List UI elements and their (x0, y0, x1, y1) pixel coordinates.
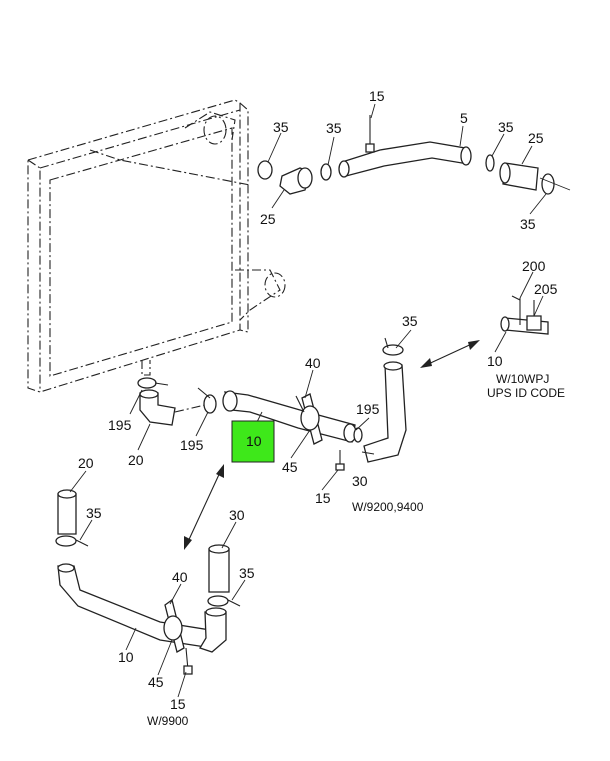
lower-hose-assembly-9900 (55, 489, 241, 675)
lower-hose-assembly-9200-9400 (137, 337, 407, 471)
part-labels: 15 5 35 35 35 25 25 35 200 205 35 10 40 … (78, 88, 558, 712)
label-205[interactable]: 205 (534, 281, 558, 297)
note-ups-line1: W/10WPJ (496, 372, 549, 386)
selected-part-highlight[interactable] (231, 420, 275, 463)
ups-option-detail (500, 295, 549, 335)
upper-hose-assembly (257, 115, 571, 195)
label-30-low[interactable]: 30 (229, 507, 245, 523)
note-model-mid: W/9200,9400 (352, 500, 424, 514)
label-35-mid[interactable]: 35 (402, 313, 418, 329)
label-25-right[interactable]: 25 (528, 130, 544, 146)
label-195-right[interactable]: 195 (356, 401, 380, 417)
label-35-c[interactable]: 35 (498, 119, 514, 135)
label-15-low[interactable]: 15 (170, 696, 186, 712)
note-ups-line2: UPS ID CODE (487, 386, 565, 400)
label-20-mid[interactable]: 20 (128, 452, 144, 468)
label-40-mid[interactable]: 40 (305, 355, 321, 371)
label-35-a[interactable]: 35 (273, 119, 289, 135)
label-20-low[interactable]: 20 (78, 455, 94, 471)
radiator (27, 99, 286, 393)
label-40-low[interactable]: 40 (172, 569, 188, 585)
leader-lines (69, 103, 547, 698)
label-35-b[interactable]: 35 (326, 120, 342, 136)
label-10-low[interactable]: 10 (118, 649, 134, 665)
label-200[interactable]: 200 (522, 258, 546, 274)
label-30-mid[interactable]: 30 (352, 473, 368, 489)
reference-arrows (184, 340, 480, 550)
label-15-mid[interactable]: 15 (315, 490, 331, 506)
label-45-low[interactable]: 45 (148, 674, 164, 690)
label-25-left[interactable]: 25 (260, 211, 276, 227)
label-35-d[interactable]: 35 (520, 216, 536, 232)
label-35-low-a[interactable]: 35 (86, 505, 102, 521)
label-195-center[interactable]: 195 (180, 437, 204, 453)
label-45-mid[interactable]: 45 (282, 459, 298, 475)
label-15-top[interactable]: 15 (369, 88, 385, 104)
note-model-low: W/9900 (147, 714, 189, 728)
label-195-left[interactable]: 195 (108, 417, 132, 433)
label-5[interactable]: 5 (460, 110, 468, 126)
label-35-low-b[interactable]: 35 (239, 565, 255, 581)
label-10-option[interactable]: 10 (487, 353, 503, 369)
model-notes: W/10WPJ UPS ID CODE W/9200,9400 W/9900 (147, 372, 565, 728)
label-10-selected[interactable]: 10 (246, 433, 262, 449)
